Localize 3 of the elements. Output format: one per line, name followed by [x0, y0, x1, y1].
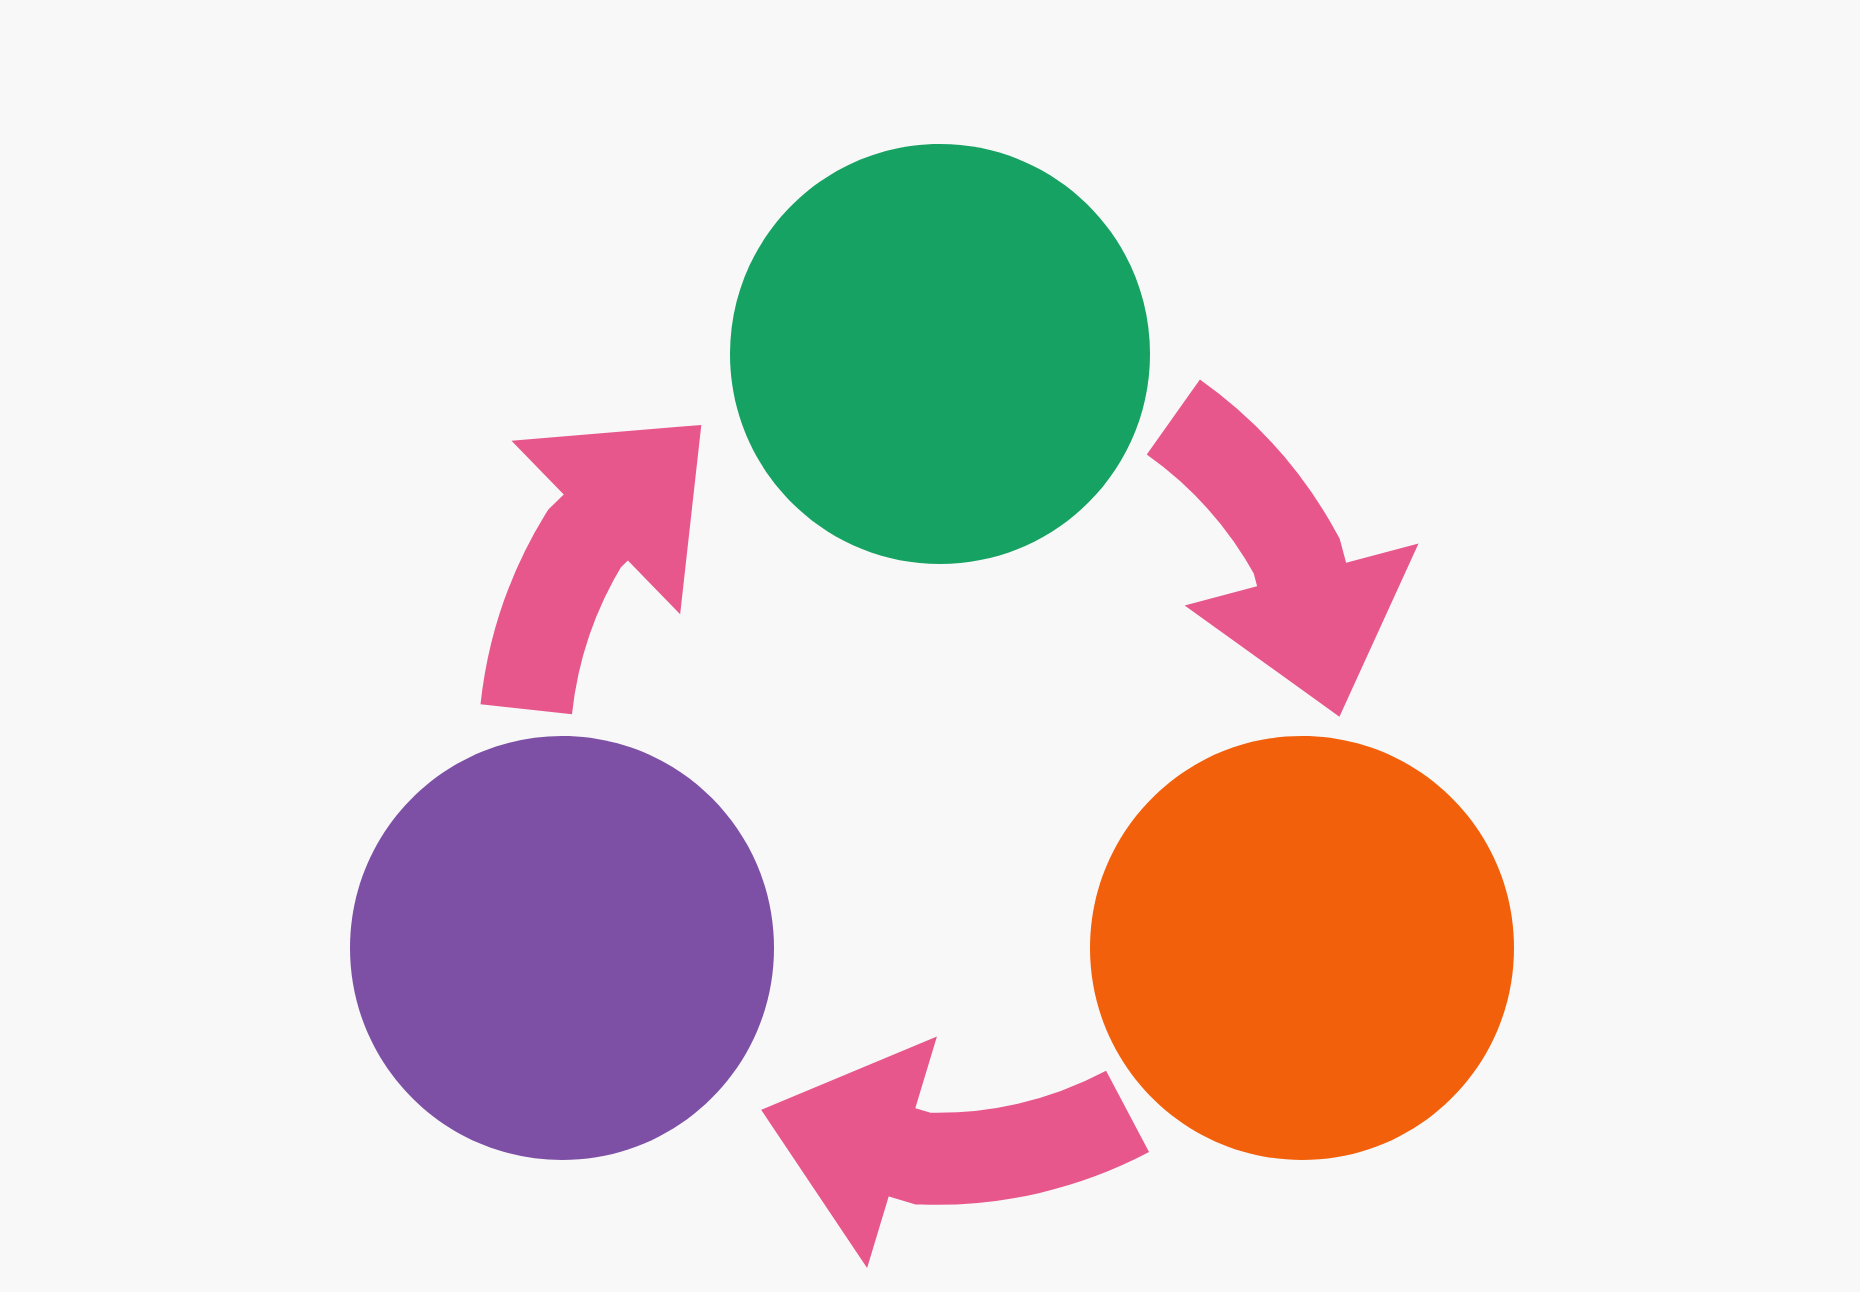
- circle: [350, 736, 774, 1160]
- circle: [730, 144, 1150, 564]
- circle: [1090, 736, 1514, 1160]
